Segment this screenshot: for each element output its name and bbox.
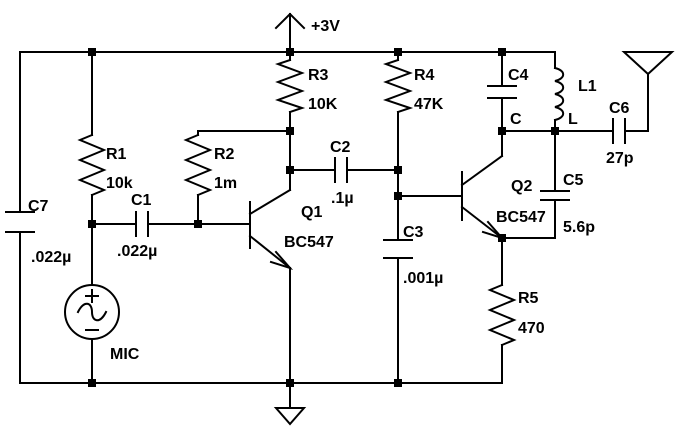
c2-value-label: .1µ bbox=[331, 190, 354, 207]
antenna-symbol bbox=[621, 51, 675, 76]
c7-name-label: C7 bbox=[28, 198, 49, 215]
capacitor-c5 bbox=[540, 190, 570, 201]
mic-label: MIC bbox=[110, 346, 140, 363]
capacitor-c3 bbox=[383, 239, 413, 259]
r1-value-label: 10k bbox=[106, 175, 133, 192]
supply-label: +3V bbox=[311, 18, 340, 35]
capacitor-c4 bbox=[487, 85, 517, 99]
c6-value-label: 27p bbox=[606, 150, 634, 167]
supply-terminal: +3V bbox=[274, 12, 340, 53]
c4-value-label: C bbox=[510, 111, 522, 128]
capacitor-c1 bbox=[135, 211, 149, 237]
c5-name-label: C5 bbox=[563, 172, 584, 189]
resistor-r3 bbox=[275, 58, 306, 114]
junction-dots bbox=[88, 48, 559, 387]
c1-value-label: .022µ bbox=[117, 243, 157, 260]
r2-value-label: 1m bbox=[214, 175, 237, 192]
resistor-r4 bbox=[383, 58, 414, 114]
c5-value-label: 5.6p bbox=[563, 219, 595, 236]
capacitor-c7 bbox=[5, 211, 35, 233]
c6-name-label: C6 bbox=[609, 100, 630, 117]
c3-name-label: C3 bbox=[403, 224, 424, 241]
inductor-l1 bbox=[553, 66, 565, 122]
resistor-r5 bbox=[487, 283, 517, 347]
capacitor-c6 bbox=[612, 118, 626, 144]
c3-value-label: .001µ bbox=[403, 270, 443, 287]
c2-name-label: C2 bbox=[330, 139, 351, 156]
resistor-r2 bbox=[183, 133, 213, 197]
c7-value-label: .022µ bbox=[31, 249, 71, 266]
r2-name-label: R2 bbox=[214, 146, 235, 163]
ground-symbol bbox=[273, 407, 307, 426]
capacitor-c2 bbox=[334, 157, 348, 183]
microphone-source bbox=[64, 284, 120, 340]
l1-value-label: L bbox=[568, 111, 578, 128]
q1-name-label: Q1 bbox=[301, 204, 322, 221]
r3-name-label: R3 bbox=[308, 67, 329, 84]
q1-value-label: BC547 bbox=[284, 234, 334, 251]
l1-name-label: L1 bbox=[578, 78, 597, 95]
resistor-r1 bbox=[77, 133, 107, 197]
c4-name-label: C4 bbox=[508, 67, 529, 84]
r5-name-label: R5 bbox=[518, 290, 539, 307]
r4-name-label: R4 bbox=[414, 67, 435, 84]
r5-value-label: 470 bbox=[518, 320, 545, 337]
transistor-q1 bbox=[248, 188, 294, 271]
r3-value-label: 10K bbox=[308, 96, 338, 113]
r4-value-label: 47K bbox=[414, 96, 444, 113]
c1-name-label: C1 bbox=[131, 192, 152, 209]
q2-name-label: Q2 bbox=[511, 178, 532, 195]
r1-name-label: R1 bbox=[106, 146, 127, 163]
q2-value-label: BC547 bbox=[496, 209, 546, 226]
